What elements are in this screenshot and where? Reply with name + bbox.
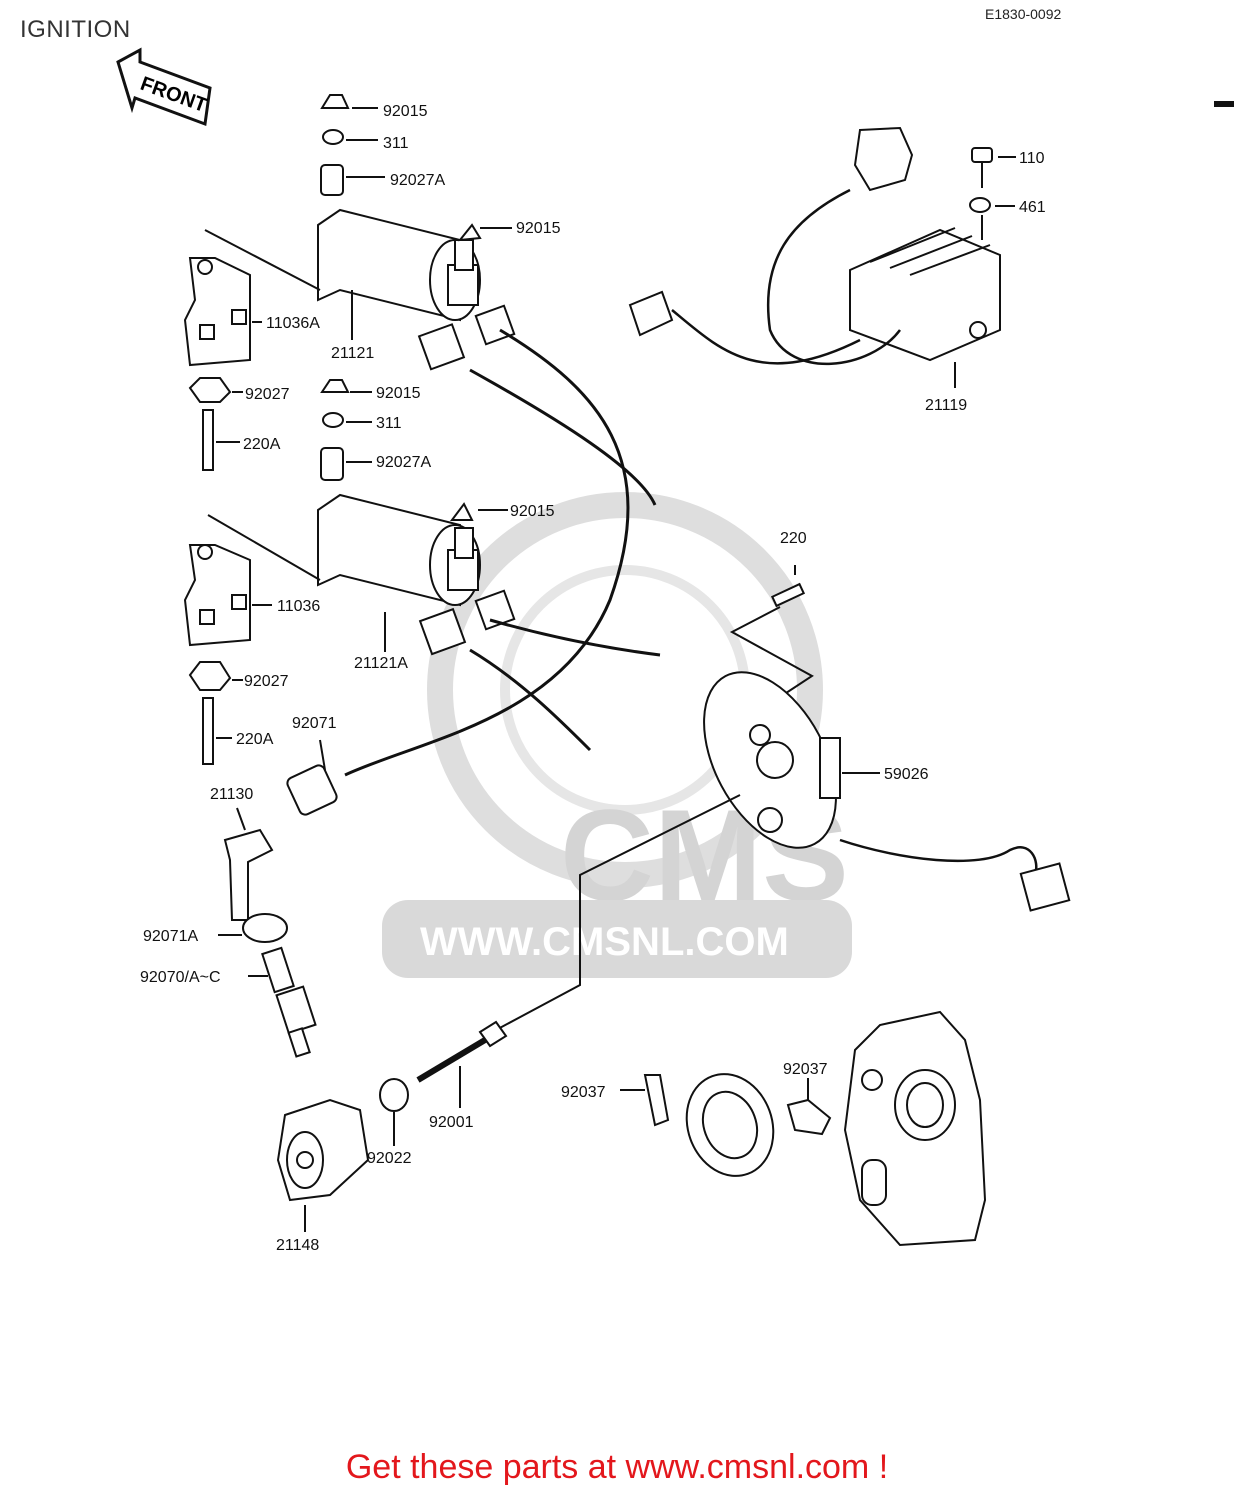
timing-advancer-21148: [276, 1098, 370, 1202]
label-92022: 92022: [367, 1150, 412, 1167]
cap-92071: [286, 764, 338, 816]
label-220A: 220A: [236, 731, 274, 748]
watermark-url: WWW.CMSNL.COM: [420, 920, 789, 964]
cap-nut-92015-top: [320, 94, 350, 109]
exploded-parts-diagram: CMS WWW.CMSNL.COM FRONT: [116, 47, 1234, 1254]
ht-lead-2b: [469, 648, 592, 752]
label-92015: 92015: [510, 503, 555, 520]
part-labels: 92015 311 92027A 92015 11036A 21121 9202…: [140, 103, 1046, 1254]
bolt-220: [770, 582, 806, 608]
engine-cover: [843, 1010, 987, 1247]
ring-92022: [379, 1078, 409, 1112]
ignition-coil-21121A: [317, 493, 516, 656]
label-92015: 92015: [383, 103, 428, 120]
label-11036A: 11036A: [266, 315, 320, 332]
label-21148: 21148: [276, 1237, 319, 1254]
seal-92071A: [242, 913, 288, 943]
label-92027: 92027: [244, 673, 289, 690]
footer-link[interactable]: Get these parts at www.cmsnl.com !: [345, 1448, 889, 1486]
collar-92027A-mid: [320, 447, 344, 481]
label-21119: 21119: [925, 397, 967, 414]
cap-nut-92015-coil1: [457, 223, 482, 242]
collar-92027A-top: [320, 164, 344, 196]
label-92070: 92070/A~C: [140, 969, 221, 986]
label-110: 110: [1019, 150, 1045, 167]
label-21121A: 21121A: [354, 655, 408, 672]
label-11036: 11036: [277, 598, 320, 615]
bolt-92001: [416, 1020, 508, 1083]
collar-92027-lower: [188, 661, 232, 691]
regulator-connector: [853, 126, 914, 192]
ht-lead-2: [489, 618, 661, 657]
label-92071A: 92071A: [143, 928, 198, 945]
ht-lead-1: [344, 328, 630, 777]
page-title: IGNITION: [20, 16, 131, 43]
label-21130: 21130: [210, 786, 253, 803]
label-92015: 92015: [376, 385, 421, 402]
label-92015: 92015: [516, 220, 561, 237]
label-92037: 92037: [783, 1061, 828, 1078]
edge-mark: [1214, 101, 1234, 107]
diagram-code: E1830-0092: [985, 6, 1062, 22]
label-92071: 92071: [292, 715, 337, 732]
nut-311-mid: [322, 412, 344, 428]
ht-lead-1b: [469, 368, 657, 506]
clamp-92037-left: [643, 1074, 670, 1127]
regulator-21119: [849, 227, 1001, 362]
plug-cap-21130: [223, 828, 274, 921]
watermark: CMS WWW.CMSNL.COM: [382, 492, 852, 978]
label-311: 311: [383, 135, 409, 152]
cap-nut-92015-coil2: [450, 502, 474, 521]
label-311: 311: [376, 415, 402, 432]
label-92001: 92001: [429, 1114, 474, 1131]
label-21121: 21121: [331, 345, 374, 362]
regulator-plug: [628, 290, 674, 337]
clamp-92037-right: [786, 1098, 832, 1136]
label-92037: 92037: [561, 1084, 606, 1101]
cap-nut-92015-mid: [320, 379, 350, 393]
front-arrow: FRONT: [116, 47, 212, 127]
ignition-coil-21121: [317, 208, 516, 371]
label-92027: 92027: [245, 386, 290, 403]
label-92027A: 92027A: [390, 172, 445, 189]
collar-92027-upper: [188, 377, 232, 403]
bolt-220A-lower: [202, 697, 214, 765]
bolt-110: [971, 147, 993, 163]
pickup-coil-59026: [703, 671, 841, 849]
label-92027A: 92027A: [376, 454, 431, 471]
pickup-connector: [1019, 862, 1071, 912]
washer-461: [969, 197, 991, 213]
nut-311-top: [322, 129, 344, 145]
label-59026: 59026: [884, 766, 929, 783]
bolt-220A-upper: [202, 409, 214, 471]
label-220: 220: [780, 530, 807, 547]
label-461: 461: [1019, 199, 1046, 216]
label-220A: 220A: [243, 436, 281, 453]
spark-plug-92070: [261, 946, 317, 1058]
